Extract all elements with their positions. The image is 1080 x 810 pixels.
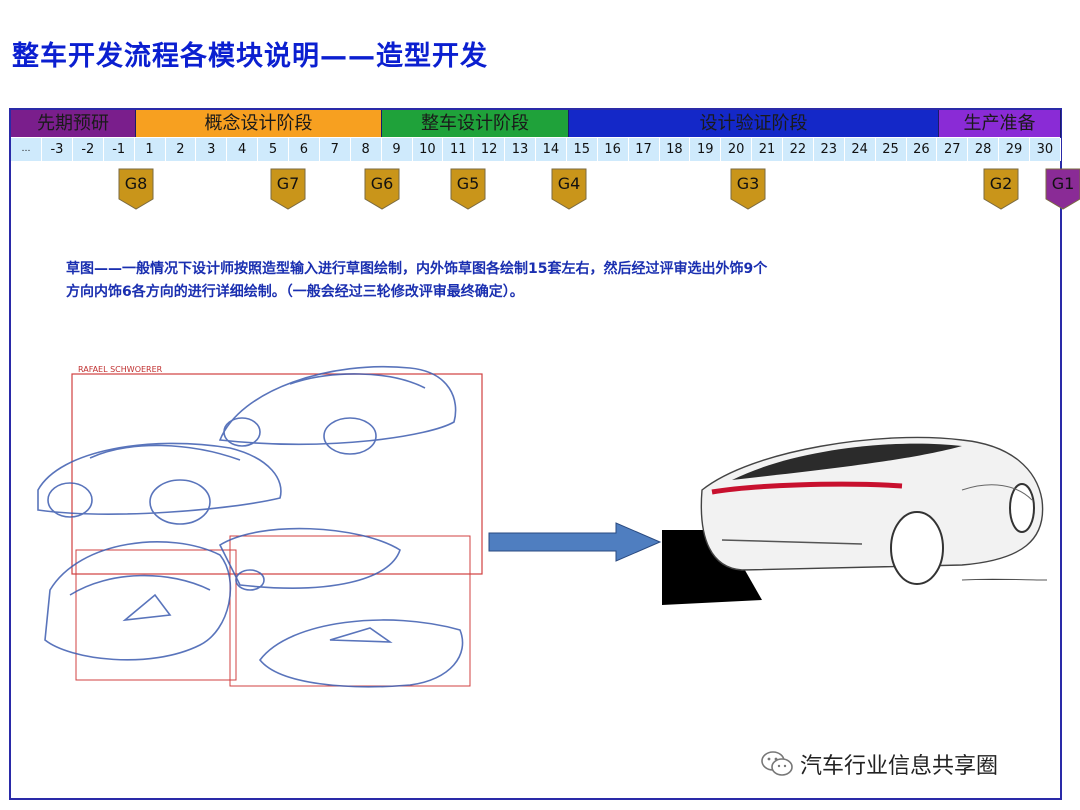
right-arrow-icon xyxy=(488,522,662,562)
page-title: 整车开发流程各模块说明——造型开发 xyxy=(12,41,488,72)
sketch-caption: RAFAEL SCHWOERER xyxy=(78,365,163,374)
gate-label: G2 xyxy=(989,174,1013,193)
month-cell: -3 xyxy=(42,138,73,161)
month-cell: 13 xyxy=(505,138,536,161)
month-cell: 16 xyxy=(597,138,629,161)
gate-label: G6 xyxy=(370,174,394,193)
month-cell: 12 xyxy=(474,138,506,161)
gate-label: G1 xyxy=(1051,174,1075,193)
month-cell: 15 xyxy=(566,138,598,161)
month-cell: 28 xyxy=(968,138,1000,161)
wechat-icon xyxy=(761,751,793,776)
month-cell: 3 xyxy=(196,138,228,161)
gate-marker-g3: G3 xyxy=(730,168,766,210)
phase-production-prep: 生产准备 xyxy=(939,110,1061,137)
gate-label: G8 xyxy=(124,174,148,193)
gate-marker-g4: G4 xyxy=(551,168,587,210)
phase-concept-design: 概念设计阶段 xyxy=(136,110,382,137)
phase-timeline: 先期预研 概念设计阶段 整车设计阶段 设计验证阶段 生产准备 xyxy=(11,110,1061,137)
description-line-2: 方向内饰6各方向的进行详细绘制。（一般会经过三轮修改评审最终确定）。 xyxy=(66,284,524,300)
gate-label: G3 xyxy=(736,174,760,193)
month-cell: … xyxy=(11,138,42,161)
phase-vehicle-design: 整车设计阶段 xyxy=(382,110,569,137)
month-cell: 9 xyxy=(381,138,413,161)
month-cell: 14 xyxy=(536,138,567,161)
month-cell: 18 xyxy=(659,138,691,161)
gate-marker-g8: G8 xyxy=(118,168,154,210)
month-cell: 22 xyxy=(783,138,814,161)
month-cell: 4 xyxy=(227,138,259,161)
phase-design-validation: 设计验证阶段 xyxy=(569,110,939,137)
month-cell: 23 xyxy=(813,138,845,161)
month-cell: 24 xyxy=(844,138,876,161)
month-cell: 5 xyxy=(258,138,289,161)
gate-label: G7 xyxy=(276,174,300,193)
month-cell: -2 xyxy=(72,138,104,161)
month-cell: 27 xyxy=(937,138,969,161)
month-cell: 1 xyxy=(134,138,166,161)
description-line-1: 草图——一般情况下设计师按照造型输入进行草图绘制，内外饰草图各绘制15套左右，然… xyxy=(66,261,768,277)
gate-marker-g7: G7 xyxy=(270,168,306,210)
month-cell: 26 xyxy=(906,138,938,161)
month-cell: 19 xyxy=(690,138,722,161)
sketch-collage-image: RAFAEL SCHWOERER xyxy=(37,365,483,688)
month-cell: 17 xyxy=(628,138,660,161)
phase-pre-research: 先期预研 xyxy=(11,110,136,137)
month-cell: 2 xyxy=(165,138,197,161)
car-rendering-image xyxy=(662,436,1048,605)
month-cell: 7 xyxy=(319,138,351,161)
month-cell: 29 xyxy=(999,138,1030,161)
month-cell: 30 xyxy=(1030,138,1061,161)
month-cell: 8 xyxy=(350,138,382,161)
month-cell: 10 xyxy=(412,138,444,161)
month-cell: 6 xyxy=(289,138,320,161)
watermark-text: 汽车行业信息共享圈 xyxy=(800,754,999,779)
gate-label: G4 xyxy=(557,174,581,193)
gate-marker-g2: G2 xyxy=(983,168,1019,210)
gate-label: G5 xyxy=(456,174,480,193)
description-text: 草图——一般情况下设计师按照造型输入进行草图绘制，内外饰草图各绘制15套左右，然… xyxy=(66,258,986,304)
month-cell: 11 xyxy=(443,138,475,161)
month-cell: 20 xyxy=(721,138,753,161)
month-cell: 25 xyxy=(875,138,907,161)
gate-marker-g6: G6 xyxy=(364,168,400,210)
gate-marker-g5: G5 xyxy=(450,168,486,210)
watermark: 汽车行业信息共享圈 xyxy=(760,748,998,780)
content-frame xyxy=(9,108,1062,800)
month-cell: -1 xyxy=(103,138,135,161)
gate-marker-g1: G1 xyxy=(1045,168,1080,210)
month-cell: 21 xyxy=(752,138,783,161)
